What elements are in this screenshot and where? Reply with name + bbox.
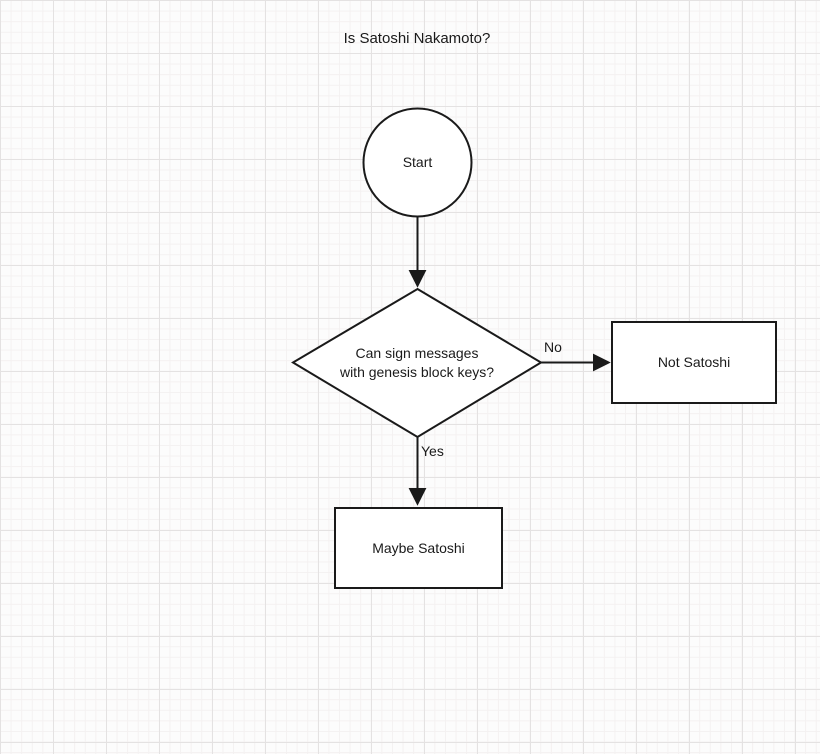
decision-label-line2: with genesis block keys?	[339, 364, 495, 380]
edge-no-label[interactable]: No	[544, 339, 562, 355]
edge-yes-label[interactable]: Yes	[421, 443, 444, 459]
decision-label-line1: Can sign messages	[355, 345, 479, 361]
decision-node-diamond[interactable]	[291, 287, 543, 439]
start-node-circle[interactable]	[362, 107, 473, 218]
start-node-label[interactable]: Start	[402, 154, 433, 170]
maybe-satoshi-node-rect[interactable]	[334, 507, 503, 589]
diagram-title[interactable]: Is Satoshi Nakamoto?	[343, 30, 491, 47]
not-satoshi-node-label[interactable]: Not Satoshi	[657, 354, 731, 370]
decision-node-label[interactable]: Can sign messages with genesis block key…	[305, 344, 529, 382]
not-satoshi-node-rect[interactable]	[611, 321, 777, 404]
maybe-satoshi-node-label[interactable]: Maybe Satoshi	[372, 539, 465, 556]
